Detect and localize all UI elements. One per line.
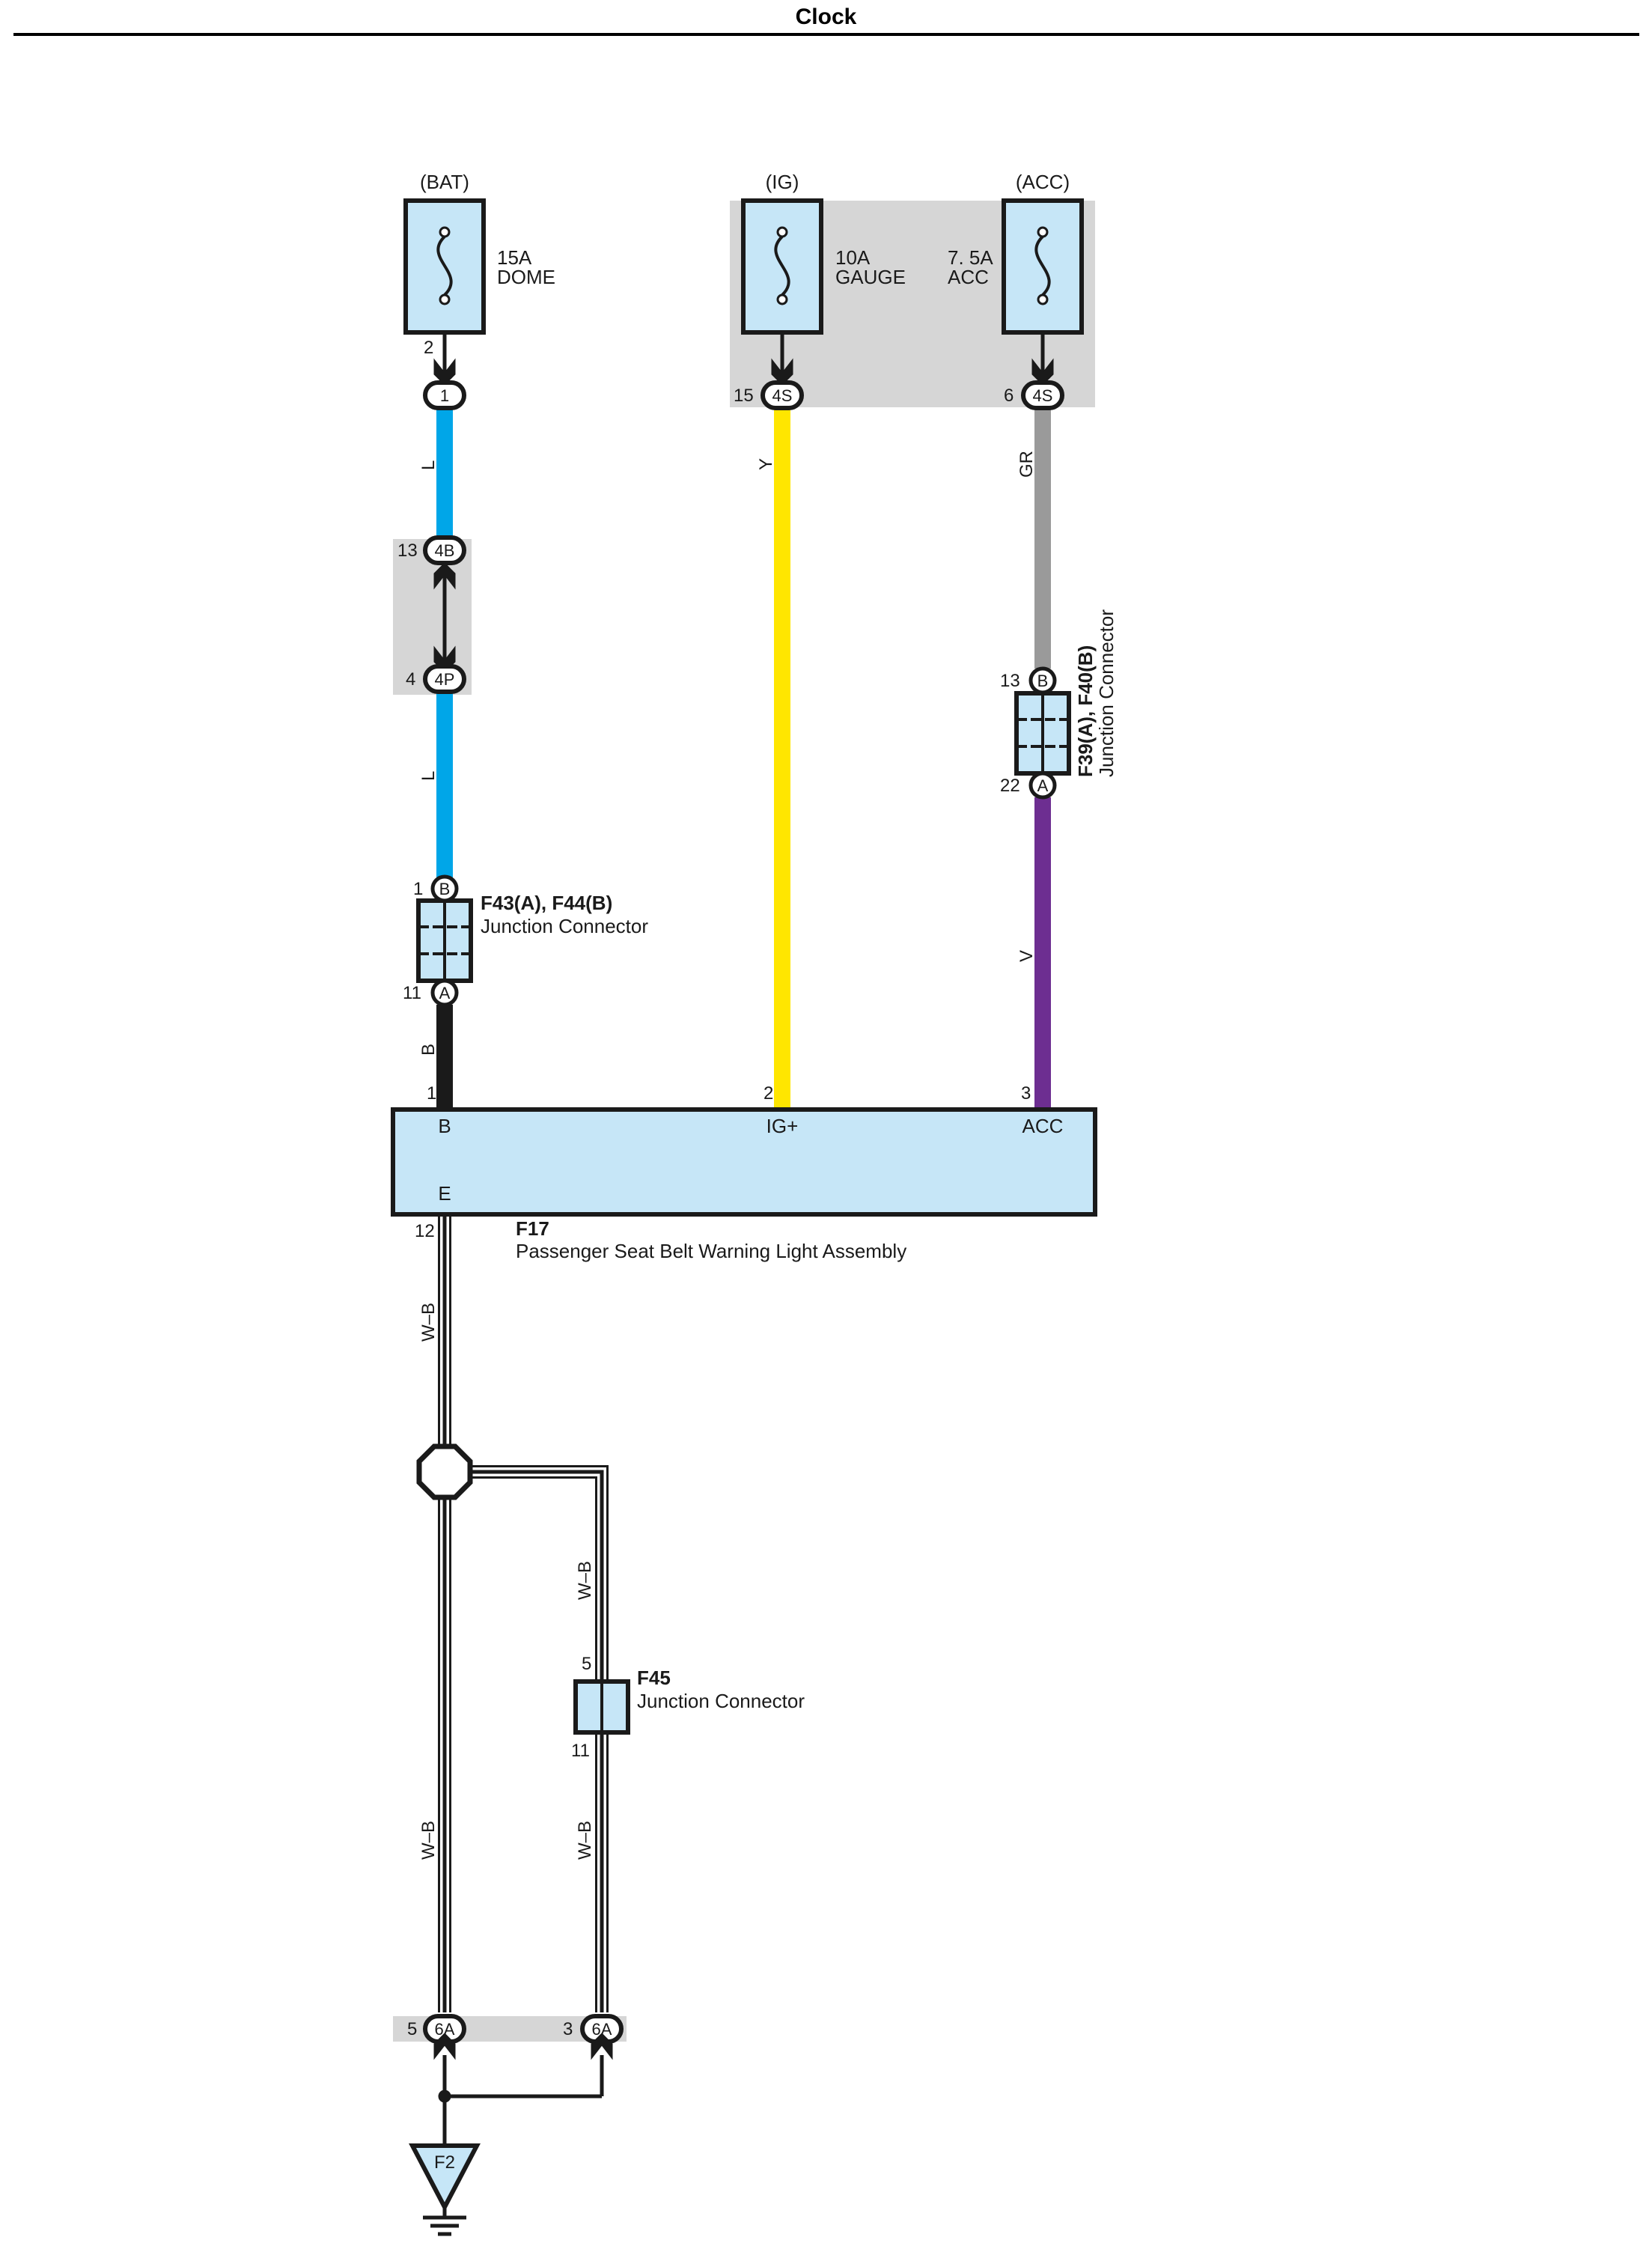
assembly-pin-acc-label: ACC [1022,1115,1064,1137]
assembly-pin-ig-label: IG+ [766,1115,799,1137]
wire-label-y: Y [756,458,776,470]
title-rule [13,33,1639,36]
fuse-acc [1002,198,1084,335]
assembly-pin-e-label: E [438,1182,451,1205]
pin-6a-right: 3 [563,2019,573,2039]
connector-4b: 4B [423,535,466,565]
wire-label-l-top: L [418,460,439,470]
pin-ig-4s: 15 [734,386,754,406]
junction-f39-name: Junction Connector [1095,609,1118,777]
fuse-drop-arrows [433,332,1054,386]
wire-label-wb-main: W–B [418,1303,439,1342]
pin-acc-4s: 6 [1004,386,1014,406]
connector-4s-ig: 4S [761,380,804,410]
junction-f43-code: F43(A), F44(B) [481,892,612,914]
junction-f39-code: F39(A), F40(B) [1074,645,1097,777]
wire-label-wb-lower-right: W–B [575,1821,595,1860]
svg-text:B: B [439,880,451,898]
assembly-pin-b-num: 1 [427,1083,436,1104]
assembly-pin-ig-num: 2 [763,1083,773,1104]
fuse-acc-name: ACC [948,266,989,288]
pin-4p: 4 [406,669,415,690]
wire-wb-branch [470,1465,609,2012]
svg-text:1: 1 [440,386,449,405]
pin-f43-a: 11 [403,983,421,1003]
fuse-gauge-name: GAUGE [835,266,906,288]
assembly-f17-box [391,1107,1097,1217]
assembly-pin-acc-num: 3 [1021,1083,1031,1104]
svg-text:A: A [1037,776,1049,795]
source-acc-label: (ACC) [1016,171,1070,193]
connector-6a-left: 6A [423,2014,466,2044]
junction-f45-name: Junction Connector [637,1690,805,1712]
connector-4s-acc: 4S [1021,380,1064,410]
junction-f45-pin-top: 5 [582,1654,591,1674]
fuse-dome [403,198,486,335]
fuse-acc-amp: 7. 5A [948,246,993,269]
source-ig-label: (IG) [766,171,799,193]
junction-connector-f45 [573,1679,630,1735]
connector-6a-right: 6A [580,2014,624,2044]
wire-label-wb-branch: W–B [575,1561,595,1600]
svg-text:4S: 4S [1033,386,1053,405]
pin-f39-a: 22 [1000,776,1020,796]
pin-6a-left: 5 [407,2019,417,2039]
wire-label-gr: GR [1017,451,1037,478]
junction-f43-name: Junction Connector [481,915,648,937]
fuse-gauge [741,198,823,335]
wire-label-l-mid: L [418,771,439,781]
fuse-dome-amp: 15A [497,246,532,269]
wire-label-wb-lower-left: W–B [418,1821,439,1860]
junction-connector-f39: B A [1014,666,1071,800]
svg-text:4P: 4P [435,670,455,689]
pin-f39-b: 13 [1000,671,1020,691]
assembly-name: Passenger Seat Belt Warning Light Assemb… [516,1240,906,1262]
ground-label: F2 [434,2152,455,2173]
junction-f45-pin-bottom: 11 [571,1741,590,1761]
svg-text:4B: 4B [435,541,455,560]
junction-connector-f43: B A [416,874,473,1007]
assembly-code: F17 [516,1217,549,1240]
fuse-dome-name: DOME [497,266,555,288]
svg-text:B: B [1037,672,1049,690]
splice-octagon [416,1443,473,1500]
labels: (BAT) (IG) (ACC) 15A DOME 10A GAUGE 7. 5… [397,171,1118,2173]
source-bat-label: (BAT) [420,171,469,193]
page-title: Clock [795,4,857,29]
pin-f43-b: 1 [413,879,423,899]
wire-label-v: V [1017,950,1037,962]
junction-f45-code: F45 [637,1667,671,1689]
ground-f2 [409,2033,613,2236]
assembly-pin-b-label: B [438,1115,451,1137]
svg-text:A: A [439,984,451,1002]
assembly-pin-e-num: 12 [415,1221,435,1241]
fuse-gauge-amp: 10A [835,246,871,269]
connector-1: 1 [423,380,466,410]
svg-text:4S: 4S [772,386,793,405]
pin-4b: 13 [397,541,418,561]
wire-label-b: B [418,1044,439,1056]
connector-4p: 4P [423,664,466,694]
fuse-dome-pin: 2 [424,338,433,358]
